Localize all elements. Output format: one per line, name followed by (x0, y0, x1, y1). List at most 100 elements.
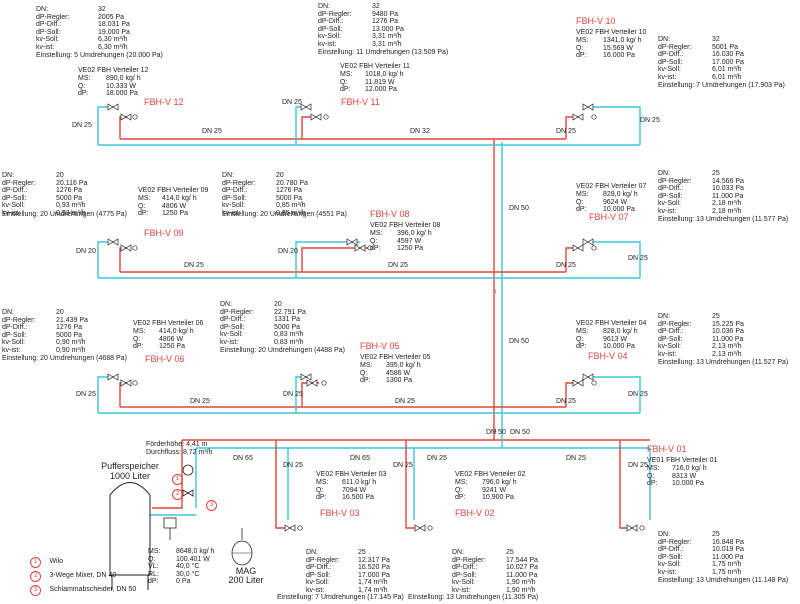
return-pipe (97, 106, 113, 145)
data-line: 1276 Pa (56, 324, 83, 332)
pipe-label: DN 25 (184, 262, 204, 269)
data-line: 20 (274, 301, 282, 308)
data-line: dP-Soll: (220, 323, 245, 331)
valve-icon (626, 524, 638, 532)
data-line: kv-Soll: (2, 202, 25, 210)
data-line: Q: (647, 472, 655, 480)
data-line: dP: (148, 578, 159, 586)
data-line: dP-Diff.: (658, 51, 684, 59)
sensor-icon (591, 114, 597, 120)
data-line: Q: (138, 202, 146, 210)
v04-block-params: MS:Q:dP: (576, 328, 588, 351)
v08-block-params: MS:Q:dP: (370, 230, 382, 253)
v10-params: DN:dP-Regler:dP-Diff.:dP-Soll:kv-Soll:kv… (658, 36, 691, 82)
data-line: MS: (133, 328, 146, 335)
data-line: MS: (576, 191, 589, 198)
v06-params: DN:dP-Regler:dP-Diff.:dP-Soll:kv-Soll:kv… (2, 309, 35, 355)
v07-params: DN:dP-Regler:dP-Diff.:dP-Soll:kv-Soll:kv… (658, 170, 691, 216)
data-line: 414,0 kg/ h (159, 328, 194, 335)
data-line: 0,90 m³/h (56, 346, 86, 354)
data-line: dP: (316, 494, 327, 502)
data-line: dP-Diff.: (658, 185, 684, 193)
data-line: 9624 W (603, 198, 628, 206)
data-line: 11.000 Pa (712, 335, 744, 343)
data-line: kv-ist: (306, 586, 325, 594)
data-line: dP-Soll: (318, 25, 343, 33)
data-line: MS: (647, 465, 660, 472)
marker-separator: 3 (206, 500, 217, 511)
v11-block-params: MS:Q:dP: (340, 71, 352, 94)
data-line: kv-ist: (222, 209, 241, 217)
data-line: 19.000 Pa (98, 28, 130, 36)
data-line: dP: (576, 206, 587, 214)
data-line: MS: (360, 362, 373, 369)
pipe-label: DN 25 (283, 462, 303, 469)
valve-icon (300, 103, 312, 111)
data-line: DN: (2, 172, 15, 179)
data-line: dP: (576, 343, 587, 351)
supply-pipe (119, 382, 126, 407)
data-line: 9480 Pa (372, 10, 399, 18)
data-line: 1276 Pa (56, 187, 83, 195)
v09-params: DN:dP-Regler:dP-Diff.:dP-Soll:kv-Soll:kv… (2, 172, 35, 218)
data-line: 1,74 m³/h (358, 579, 388, 587)
pipe-label: DN 20 (76, 248, 96, 255)
data-line: kv-ist: (220, 338, 239, 346)
legend-number: 3 (30, 585, 41, 596)
data-line: 10.000 Pa (603, 206, 635, 214)
data-line: 9241 W (482, 486, 507, 494)
pump-data: Förderhöhe: 4,41 m Durchfluss: 8,72 m³/h (146, 441, 213, 456)
data-line: dP-Soll: (658, 553, 683, 561)
v10-block-params: MS:Q:dP: (576, 37, 588, 60)
data-line: 0,83 m³/h (274, 331, 304, 339)
flow-mark-icon: ↕ (494, 289, 497, 295)
data-line: 1,75 m³/h (712, 568, 742, 576)
data-line: 25 (712, 313, 720, 320)
sensor-icon (323, 114, 329, 120)
pipe-label: DN 25 (566, 455, 586, 462)
return-pipe (295, 241, 360, 278)
data-line: kv-ist: (2, 346, 21, 354)
data-line: dP: (78, 90, 89, 98)
data-line: DN: (658, 36, 671, 43)
data-line: 828,0 kg/ h (603, 328, 638, 335)
valve-icon (572, 113, 584, 121)
pipe-label: DN 25 (628, 462, 648, 469)
data-line: 16.520 Pa (358, 564, 390, 572)
data-line: Q: (133, 335, 141, 343)
data-line: kv-Soll: (220, 331, 243, 339)
data-line: 20 (56, 309, 64, 316)
data-line: dP-Regler: (220, 308, 254, 316)
legend-item: 3 Schlammabscheider, DN 50 (30, 578, 136, 596)
v03-params: DN:dP-Regler:dP-Diff.:dP-Soll:kv-Soll:kv… (306, 549, 339, 595)
data-line: dP-Regler: (658, 320, 692, 328)
data-line: dP-Regler: (2, 179, 36, 187)
valve-icon (582, 103, 594, 111)
valve-icon (300, 373, 312, 381)
data-line: dP-Diff.: (2, 187, 28, 195)
supply-pipe (119, 247, 126, 272)
plant-summary-params: MS:Q:VL:RL:dP: (148, 548, 160, 586)
flow-mark-icon: ↕ (494, 428, 497, 434)
data-line: dP-Diff.: (306, 564, 332, 572)
supply-pipe (405, 440, 420, 529)
legend-text: 3-Wege Mixer, DN 40 (49, 572, 117, 579)
data-line: dP-Soll: (36, 28, 61, 36)
data-line: dP: (360, 377, 371, 385)
data-line: 13.000 Pa (372, 25, 404, 33)
v06-block-head: VE02 FBH Verteiler 06 (133, 320, 204, 327)
v05-block-head: VE02 FBH Verteiler 05 (360, 354, 431, 361)
v04-title: FBH-V 04 (588, 351, 628, 361)
v07-block-params: MS:Q:dP: (576, 191, 588, 214)
data-line: 414,0 kg/ h (162, 195, 197, 202)
supply-pipe (619, 440, 632, 529)
data-line: 1018,0 kg/ h (365, 71, 404, 78)
pipe-label: DN 25 (388, 262, 408, 269)
